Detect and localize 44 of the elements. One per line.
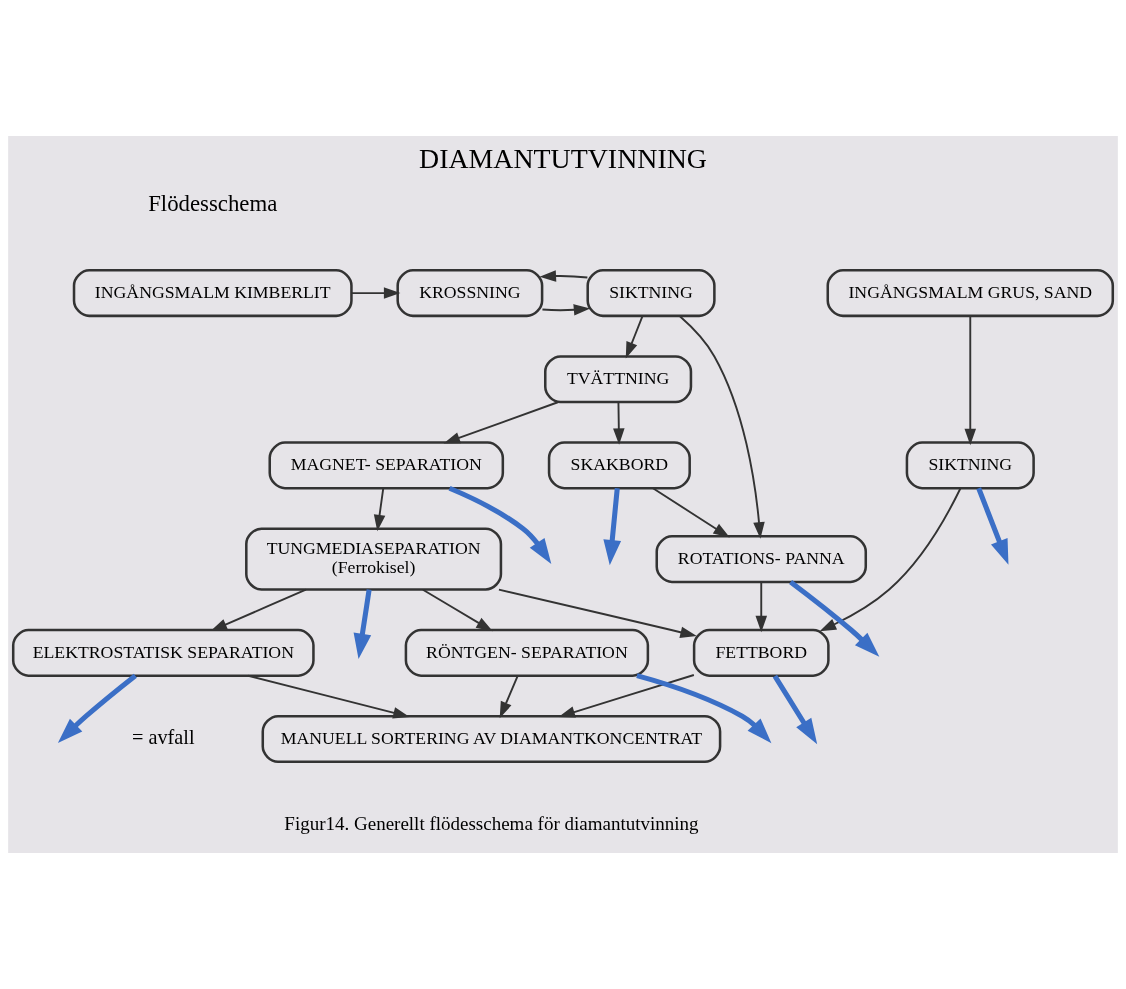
arrow xyxy=(541,304,591,316)
node-box: TUNGMEDIASEPARATION (Ferrokisel) xyxy=(245,527,503,591)
arrow xyxy=(613,401,625,445)
diagram-title: DIAMANTUTVINNING xyxy=(419,143,707,175)
arrow xyxy=(247,674,410,719)
node-box: TVÄTTNING xyxy=(544,355,693,404)
node-box: SKAKBORD xyxy=(547,441,691,490)
arrow xyxy=(964,315,977,446)
node-box: INGÅNGSMALM KIMBERLIT xyxy=(72,269,353,318)
arrow xyxy=(443,401,559,444)
node-box: ROTATIONS- PANNA xyxy=(655,535,868,584)
arrow xyxy=(819,487,962,632)
legend-label: = avfall xyxy=(132,725,195,748)
arrow xyxy=(499,675,519,719)
arrow xyxy=(772,674,818,745)
label: Flödesschema xyxy=(148,191,278,217)
node-box: SIKTNING xyxy=(905,441,1035,490)
arrow xyxy=(678,315,765,539)
node-box: INGÅNGSMALM GRUS, SAND xyxy=(826,269,1115,318)
arrow xyxy=(625,315,644,359)
arrow xyxy=(789,579,880,657)
arrow xyxy=(652,487,730,538)
node-box: MAGNET- SEPARATION xyxy=(268,441,505,490)
caption: Figur14. Generellt flödesschema för diamantutvinning xyxy=(284,812,699,834)
arrow xyxy=(448,485,552,564)
arrow xyxy=(539,270,589,282)
node-box: MANUELL SORTERING AV DIAMANTKONCENTRAT xyxy=(261,714,722,764)
node-box: KROSSNING xyxy=(396,269,544,318)
arrow xyxy=(57,673,137,743)
arrow xyxy=(636,673,772,744)
arrow xyxy=(422,588,493,632)
arrow xyxy=(210,588,307,632)
arrow xyxy=(976,487,1009,565)
node-box: ELEKTROSTATISK SEPARATION xyxy=(11,628,315,677)
arrow xyxy=(353,589,372,660)
arrow xyxy=(755,581,768,633)
node-box: FETTBORD xyxy=(692,628,830,677)
node-box: SIKTNING xyxy=(586,269,716,318)
node-box: RÖNTGEN- SEPARATION xyxy=(404,628,650,677)
arrow xyxy=(558,674,695,718)
arrow xyxy=(373,487,386,532)
arrow xyxy=(498,588,697,638)
arrow xyxy=(603,488,622,566)
arrow xyxy=(350,287,401,299)
